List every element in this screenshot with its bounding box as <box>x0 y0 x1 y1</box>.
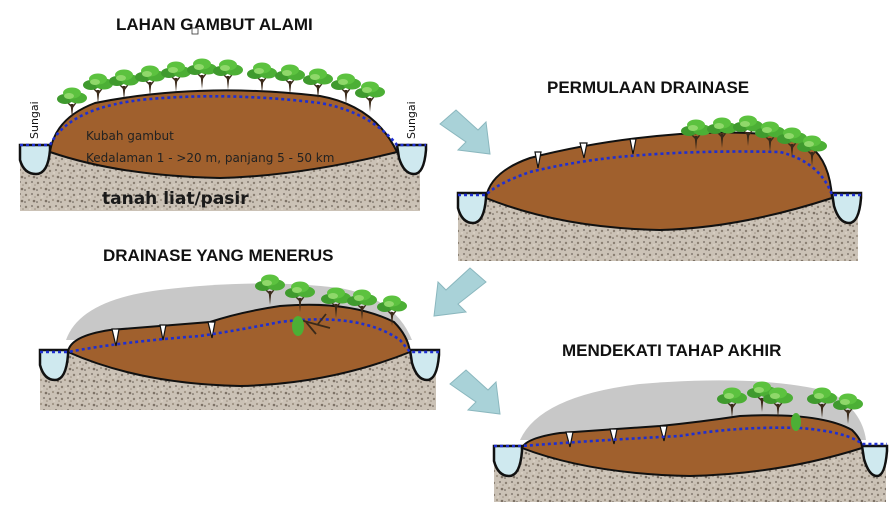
shrub <box>292 316 304 336</box>
river-left <box>38 348 70 382</box>
panel-title-continued: DRAINASE YANG MENERUS <box>103 246 334 265</box>
river-label-left: Sungai <box>28 101 41 139</box>
drainage-canals <box>534 138 637 169</box>
river-left <box>18 143 52 176</box>
arrow-right-down-icon <box>449 369 501 415</box>
river-right <box>408 348 441 382</box>
river-right <box>395 143 428 176</box>
panel-natural-peat: LAHAN GAMBUT ALAMI Sungai Sungai Kubah g… <box>18 15 428 211</box>
arrow-left-down-icon <box>433 267 487 317</box>
panel-title-final: MENDEKATI TAHAP AKHIR <box>562 341 781 360</box>
river-right <box>860 444 889 478</box>
panel-title-early: PERMULAAN DRAINASE <box>547 78 749 97</box>
peat-dome <box>520 414 864 478</box>
panel-title-natural: LAHAN GAMBUT ALAMI <box>116 15 313 34</box>
peat-dome <box>48 89 399 180</box>
arrow-right-down-icon <box>439 109 491 155</box>
water-table <box>494 426 887 448</box>
fallen-tree <box>299 313 331 335</box>
water-table <box>20 94 426 147</box>
panel-near-final: MENDEKATI TAHAP AKHIR <box>492 341 889 502</box>
peat-dome <box>66 303 412 388</box>
dome-label: Kubah gambut <box>86 129 174 143</box>
river-label-right: Sungai <box>405 101 418 139</box>
title-marker <box>191 27 199 35</box>
dimension-label: Kedalaman 1 - >20 m, panjang 5 - 50 km <box>86 151 334 165</box>
shrub <box>791 413 801 431</box>
substrate-label: tanah liat/pasir <box>102 189 249 209</box>
river-right <box>830 191 863 225</box>
panel-early-drainage: PERMULAAN DRAINASE <box>456 78 863 261</box>
river-left <box>456 191 488 225</box>
panel-continued-drainage: DRAINASE YANG MENERUS <box>38 246 441 410</box>
water-table <box>40 318 439 354</box>
drainage-canals <box>111 321 216 347</box>
water-table <box>458 150 861 197</box>
river-left <box>492 444 524 478</box>
drainage-canals <box>565 425 668 448</box>
